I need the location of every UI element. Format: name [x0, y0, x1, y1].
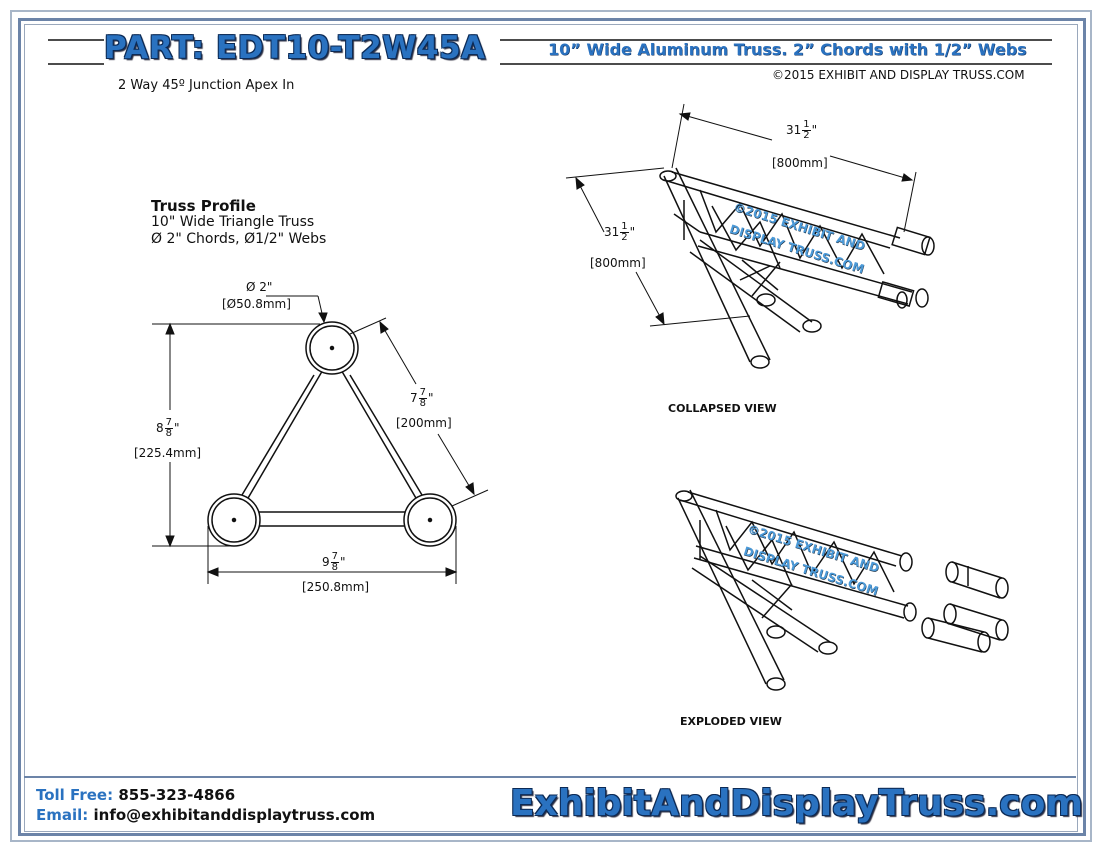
collapsed-length-whole: 31 — [786, 123, 802, 137]
collapsed-view-drawing — [659, 167, 935, 369]
side-numerator: 7 — [418, 387, 428, 399]
height-denominator: 8 — [165, 428, 173, 439]
outer-frame — [10, 10, 1092, 842]
exploded-view-drawing — [675, 489, 1009, 691]
copyright-notice: ©2015 EXHIBIT AND DISPLAY TRUSS.COM — [772, 68, 1025, 82]
exploded-view-label: EXPLODED VIEW — [680, 715, 782, 728]
profile-heading: Truss Profile — [151, 197, 256, 215]
width-denominator: 8 — [331, 562, 339, 573]
title-block-frame — [18, 18, 1086, 836]
width-mm: [250.8mm] — [302, 580, 370, 594]
part-description: 2 Way 45º Junction Apex In — [118, 78, 295, 93]
toll-free-label: Toll Free: — [36, 786, 114, 804]
collapsed-view-label: COLLAPSED VIEW — [668, 402, 777, 415]
email-line: Email: info@exhibitanddisplaytruss.com — [36, 806, 375, 824]
chord-diameter-mm: [Ø50.8mm] — [222, 297, 291, 311]
inner-frame — [24, 24, 1078, 832]
email-address[interactable]: info@exhibitanddisplaytruss.com — [93, 806, 376, 824]
collapsed-length-denominator: 2 — [803, 130, 810, 141]
width-numerator: 7 — [330, 551, 340, 563]
side-mm: [200mm] — [396, 416, 452, 430]
toll-free-number[interactable]: 855-323-4866 — [118, 786, 236, 804]
part-subtitle: 10” Wide Aluminum Truss. 2” Chords with … — [548, 40, 1027, 59]
collapsed-dimension-lines — [565, 103, 917, 327]
collapsed-leg-mm: [800mm] — [590, 256, 646, 270]
profile-line-1: 10" Wide Triangle Truss — [151, 214, 315, 230]
collapsed-length-inch-mark: " — [811, 123, 818, 137]
truss-profile-drawing — [207, 321, 457, 547]
width-inch-mark: " — [340, 555, 346, 569]
collapsed-length-mm: [800mm] — [772, 156, 828, 170]
collapsed-leg-inch-mark: " — [629, 225, 636, 239]
width-whole: 9 — [322, 555, 330, 569]
collapsed-leg-denominator: 2 — [621, 232, 628, 243]
chord-diameter-label: Ø 2" — [246, 280, 273, 294]
profile-dimension-lines — [152, 295, 489, 584]
side-whole: 7 — [410, 391, 418, 405]
side-inch-mark: " — [428, 391, 434, 405]
toll-free-line: Toll Free: 855-323-4866 — [36, 786, 235, 804]
side-denominator: 8 — [419, 398, 427, 409]
collapsed-leg-numerator: 1 — [620, 221, 629, 233]
footer-divider — [24, 776, 1076, 778]
header-rules — [48, 39, 1052, 65]
collapsed-leg-whole: 31 — [604, 225, 620, 239]
height-inch-mark: " — [174, 421, 180, 435]
height-numerator: 7 — [164, 417, 174, 429]
profile-line-2: Ø 2" Chords, Ø1/2" Webs — [151, 231, 327, 247]
height-whole: 8 — [156, 421, 164, 435]
email-label: Email: — [36, 806, 89, 824]
website-banner[interactable]: ExhibitAndDisplayTruss.com — [510, 783, 1083, 824]
collapsed-length-numerator: 1 — [802, 119, 811, 131]
height-mm: [225.4mm] — [134, 446, 202, 460]
part-title: PART: EDT10-T2W45A — [104, 30, 486, 66]
